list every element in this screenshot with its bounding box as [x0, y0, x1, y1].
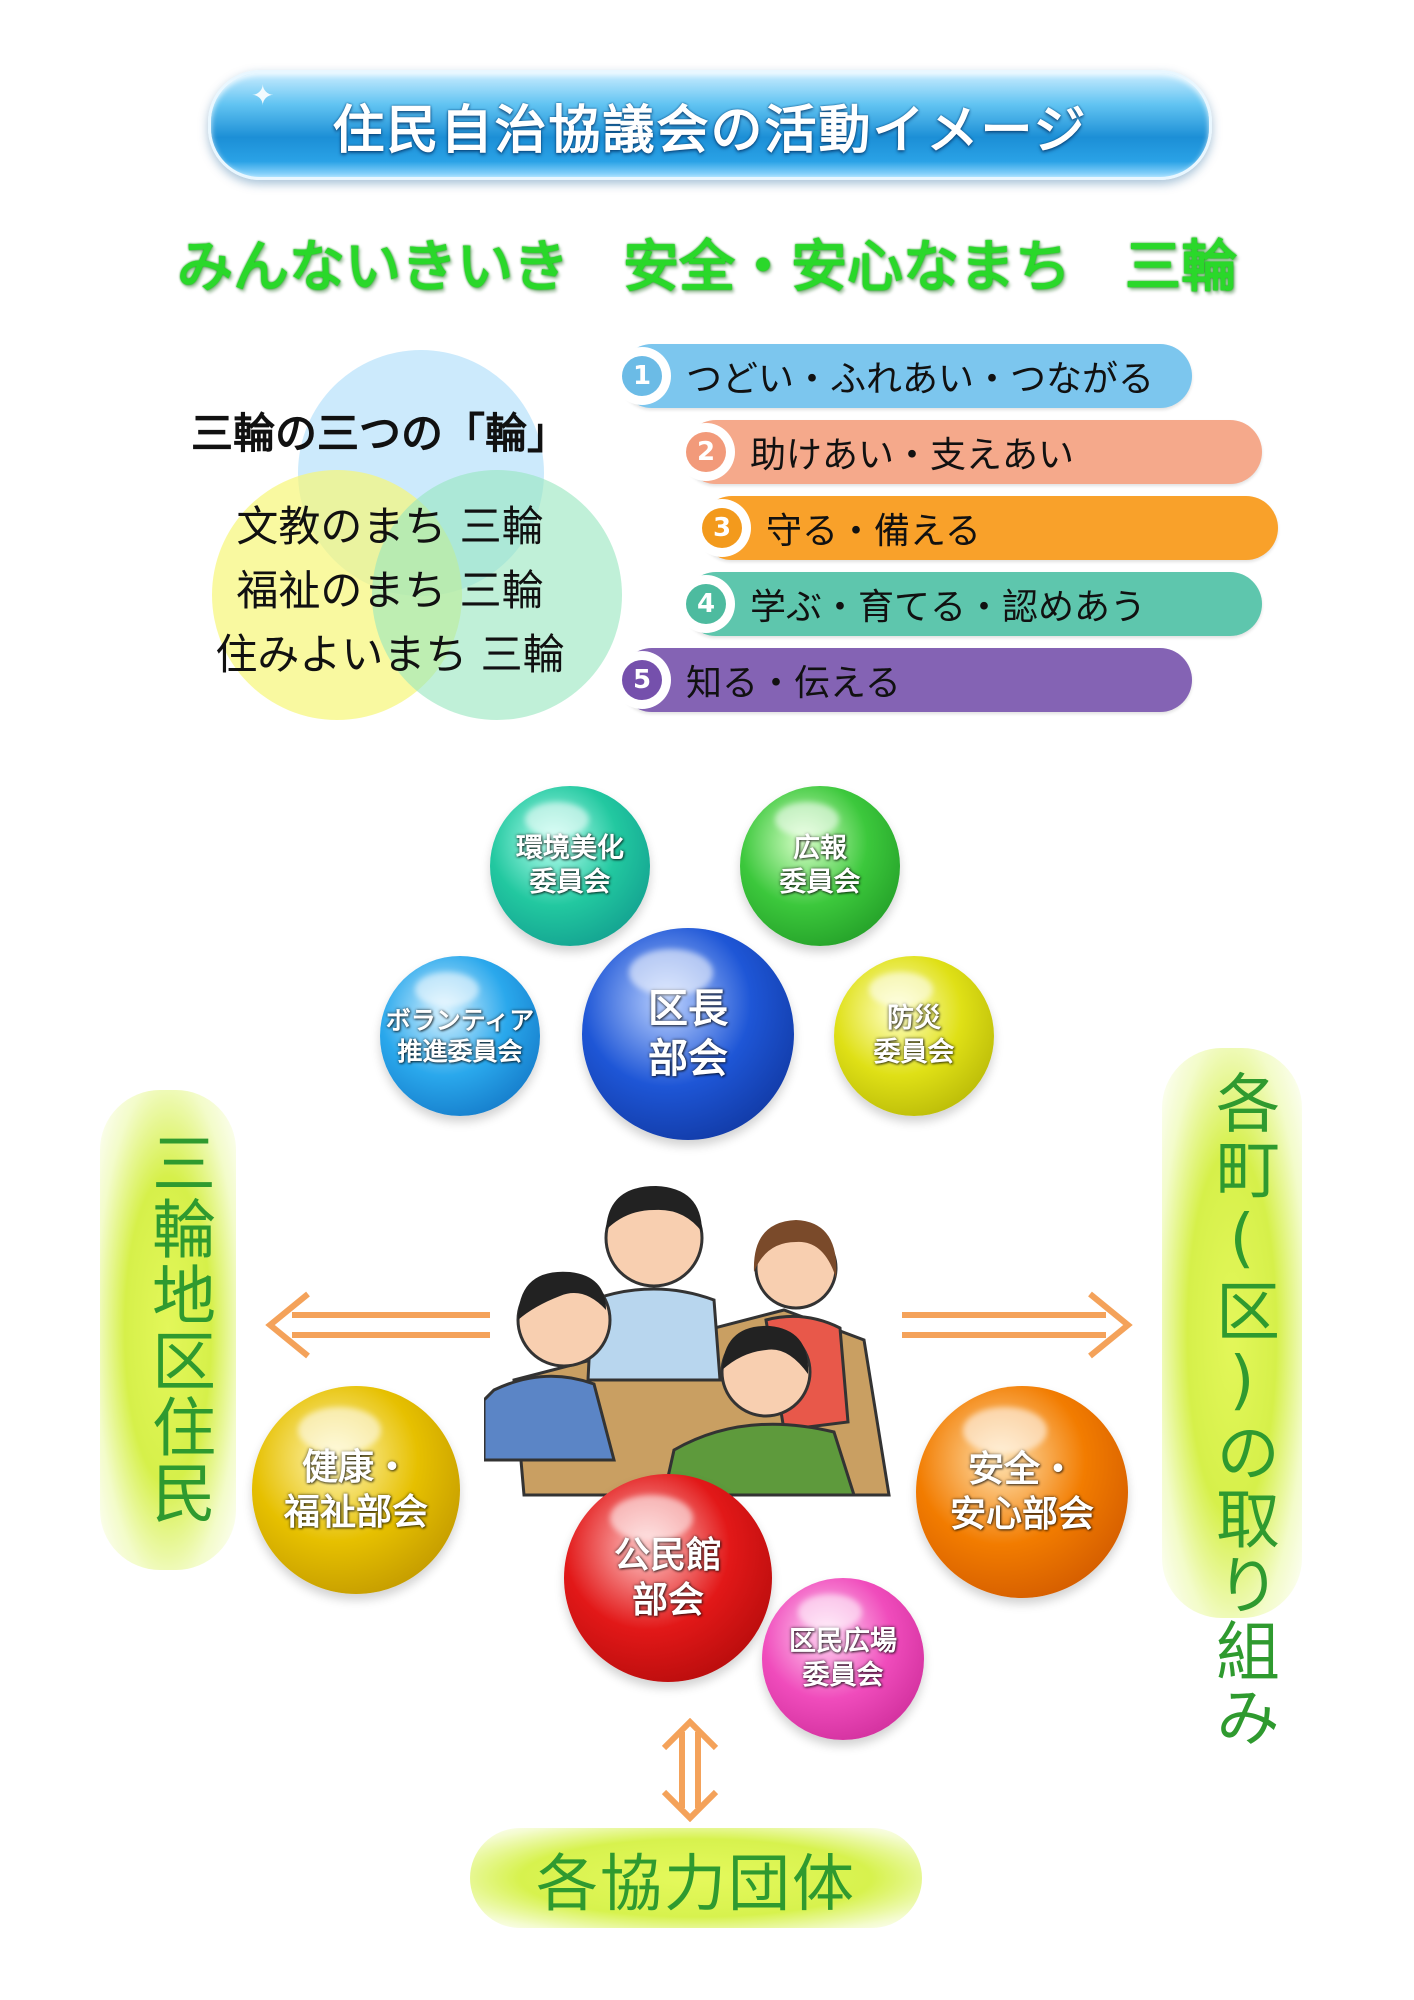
right-label-glow	[1162, 1048, 1302, 1618]
bubble-pr-line2: 委員会	[779, 867, 861, 898]
activity-bar-2: 2 助けあい・支えあい	[680, 420, 1262, 484]
slogan-part-1: みんないきいき	[177, 234, 569, 300]
left-label: 三輪地区住民	[141, 1130, 215, 1526]
activity-label-2: 助けあい・支えあい	[750, 435, 1075, 476]
bubble-bosai-line2: 委員会	[873, 1037, 955, 1068]
right-label: 各町(区)の取り組み	[1205, 1070, 1279, 1750]
person-body-front	[662, 1422, 857, 1497]
ring-line-3: 住みよいまち 三輪	[215, 630, 565, 679]
activity-bar-4: 4 学ぶ・育てる・認めあう	[680, 572, 1262, 636]
bubble-kominkan-bukai: 公民館部会	[564, 1474, 772, 1682]
bubble-volunteer-line1: ボランティア	[385, 1005, 535, 1035]
bubble-kucho-bukai: 区長部会	[582, 928, 794, 1140]
number-badge-3-inner: 3	[702, 508, 742, 548]
person-hair-back	[606, 1186, 702, 1232]
arrow-left-icon	[265, 1291, 490, 1359]
slogan-part-3: 三輪	[1125, 234, 1237, 300]
bubble-env-line2: 委員会	[529, 867, 611, 898]
bubble-anzen-line1: 安全・	[967, 1449, 1076, 1490]
bubble-kucho-line1: 区長	[648, 986, 728, 1032]
activity-label-3: 守る・備える	[766, 511, 981, 552]
number-badge-5-inner: 5	[622, 660, 662, 700]
arrow-right-icon	[902, 1291, 1133, 1359]
person-hair-front	[722, 1325, 809, 1374]
bubble-volunteer-line2: 推進委員会	[397, 1037, 523, 1066]
sparkle-icon: ✦	[251, 79, 275, 112]
meeting-illustration	[484, 1186, 891, 1497]
person-hair-left	[518, 1271, 606, 1320]
bubble-pr-line1: 広報	[793, 833, 847, 865]
number-badge-5: 5	[616, 654, 668, 706]
title-banner: ✦ 住民自治協議会の活動イメージ	[208, 70, 1212, 180]
activity-bar-3: 3 守る・備える	[696, 496, 1278, 560]
bubble-hiroba-line1: 区民広場	[789, 1626, 897, 1658]
person-hair-woman	[753, 1220, 837, 1278]
bubble-kenko-bukai: 健康・福祉部会	[252, 1386, 460, 1594]
activity-bar-1: 1 つどい・ふれあい・つながる	[616, 344, 1192, 408]
bubble-hiroba-line2: 委員会	[802, 1660, 884, 1691]
number-badge-2: 2	[680, 426, 732, 478]
bubble-anzen-bukai: 安全・安心部会	[916, 1386, 1128, 1598]
ring-line-1: 文教のまち 三輪	[236, 502, 544, 551]
slogan: みんないきいき 安全・安心なまち 三輪	[150, 222, 1264, 302]
number-badge-2-inner: 2	[686, 432, 726, 472]
bubble-kominkan-line2: 部会	[631, 1580, 704, 1621]
ring-line-2: 福祉のまち 三輪	[236, 566, 544, 615]
number-badge-4-inner: 4	[686, 584, 726, 624]
number-badge-1: 1	[616, 350, 668, 402]
bubble-kenko-line1: 健康・	[301, 1447, 410, 1488]
rings-title: 三輪の三つの「輪」	[190, 409, 569, 458]
activity-label-1: つどい・ふれあい・つながる	[686, 359, 1155, 400]
left-label-glow	[100, 1090, 236, 1570]
person-body-left	[484, 1374, 616, 1462]
bubble-bosai-line1: 防災	[887, 1003, 941, 1035]
page-title: 住民自治協議会の活動イメージ	[332, 100, 1088, 161]
bubble-hiroba-committee: 区民広場委員会	[762, 1578, 924, 1740]
bubble-volunteer-committee: ボランティア推進委員会	[380, 956, 540, 1116]
activity-bar-5: 5 知る・伝える	[616, 648, 1192, 712]
bubble-kucho-line2: 部会	[648, 1036, 728, 1082]
bubble-env-committee: 環境美化委員会	[490, 786, 650, 946]
bubble-kominkan-line1: 公民館	[613, 1535, 722, 1576]
venn-circle-green	[372, 470, 622, 720]
number-badge-4: 4	[680, 578, 732, 630]
number-badge-3: 3	[696, 502, 748, 554]
bottom-label: 各協力団体	[470, 1828, 922, 1928]
bubble-bosai-committee: 防災委員会	[834, 956, 994, 1116]
bubble-env-line1: 環境美化	[516, 833, 624, 865]
slogan-part-2: 安全・安心なまち	[623, 234, 1071, 300]
number-badge-1-inner: 1	[622, 356, 662, 396]
activity-label-4: 学ぶ・育てる・認めあう	[750, 587, 1147, 628]
rings-block: 三輪の三つの「輪」 文教のまち 三輪 福祉のまち 三輪 住みよいまち 三輪	[180, 400, 620, 687]
arrow-updown-icon	[661, 1718, 719, 1822]
bubble-kenko-line2: 福祉部会	[283, 1492, 428, 1533]
person-body-back	[586, 1287, 722, 1382]
activity-label-5: 知る・伝える	[686, 663, 901, 704]
bubble-anzen-line2: 安心部会	[949, 1494, 1094, 1535]
bubble-pr-committee: 広報委員会	[740, 786, 900, 946]
